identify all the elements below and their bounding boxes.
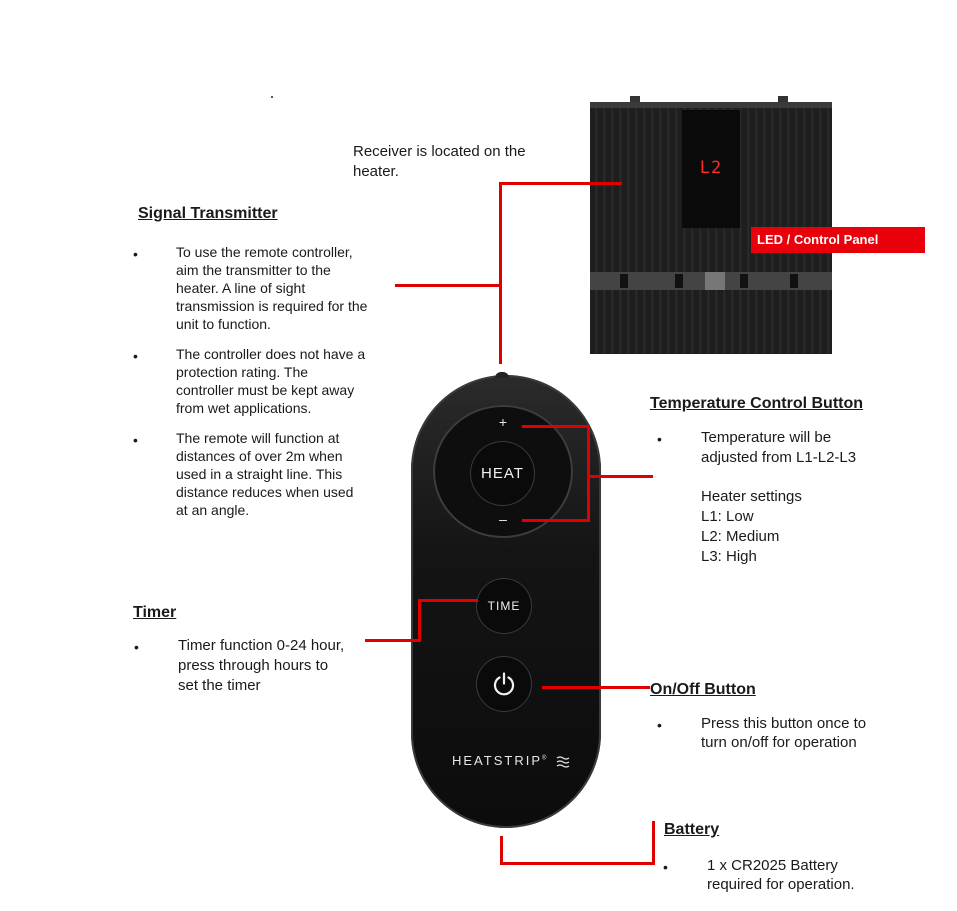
text-line: protection rating. The [176,364,309,380]
led-display-window: L2 [682,110,740,228]
temperature-bullet: Temperature will be adjusted from L1-L2-… [701,428,856,468]
callout-line [418,599,478,602]
text-line: Timer function 0-24 hour, [178,637,345,654]
heater-mount [778,96,788,104]
heatstrip-logo-icon [556,755,570,769]
text-line: L1: Low [701,508,754,525]
callout-line [500,182,622,185]
bullet: • [663,859,668,875]
brand-name: HEATSTRIP [452,753,542,768]
heat-button[interactable]: HEAT [471,442,534,505]
text-line: Temperature will be [701,429,832,446]
bullet: • [134,639,139,655]
text-line: The controller does not have a [176,346,366,362]
signal-transmitter-heading: Signal Transmitter [138,205,278,222]
text-line: unit to function. [176,316,271,332]
receiver-note-line: Receiver is located on the [353,143,526,160]
text-line: aim the transmitter to the [176,262,331,278]
callout-line [365,639,421,642]
temperature-heading: Temperature Control Button [650,395,864,412]
callout-line [499,182,502,364]
battery-bullet: 1 x CR2025 Battery required for operatio… [707,856,855,894]
time-button[interactable]: TIME [477,579,531,633]
battery-heading: Battery [664,821,720,838]
power-button[interactable] [477,657,531,711]
text-line: turn on/off for operation [701,734,857,751]
signal-bullet-1: To use the remote controller, aim the tr… [176,243,367,333]
receiver-note: Receiver is located on the heater. [353,142,526,182]
callout-line [418,599,421,642]
heater-lower-body [590,290,832,354]
text-line: heater. A line of sight [176,280,306,296]
heater-image: L2 [590,96,832,354]
text-line: L2: Medium [701,528,780,545]
bullet: • [657,431,662,447]
text-line: set the timer [178,677,261,694]
bullet: • [657,717,662,733]
remote-ir-window [495,372,509,378]
text-line: press through hours to [178,657,329,674]
text-line: Press this button once to [701,715,867,732]
text-line: adjusted from L1-L2-L3 [701,449,857,466]
callout-line [395,284,501,287]
bullet: • [133,246,138,262]
text-line: transmission is required for the [176,298,368,314]
callout-line [500,862,655,865]
power-icon [493,672,515,696]
callout-line [522,519,590,522]
text-line: at an angle. [176,502,250,518]
bullet: • [133,432,138,448]
timer-heading: Timer [133,604,177,621]
text-line: distances of over 2m when [176,448,343,464]
heater-gap [590,272,832,290]
text-line: Heater settings [701,488,802,505]
stray-dot [271,96,273,98]
text-line: The remote will function at [176,430,340,446]
signal-bullet-2: The controller does not have a protectio… [176,345,365,417]
text-line: L3: High [701,548,757,565]
callout-line [522,425,590,428]
text-line: distance reduces when used [176,484,354,500]
callout-line [587,425,590,522]
timer-bullet: Timer function 0-24 hour, press through … [178,636,344,696]
callout-line [587,475,653,478]
plus-button[interactable]: + [498,414,508,430]
signal-bullet-3: The remote will function at distances of… [176,429,353,519]
text-line: required for operation. [707,876,855,893]
heater-top-edge [590,102,832,108]
text-line: controller must be kept away [176,382,355,398]
onoff-bullet: Press this button once to turn on/off fo… [701,714,866,752]
onoff-heading: On/Off Button [650,681,756,698]
registered-mark: ® [542,755,547,762]
heater-mount [630,96,640,104]
callout-line [500,836,503,864]
bullet: • [133,348,138,364]
text-line: 1 x CR2025 Battery [707,857,838,874]
text-line: used in a straight line. This [176,466,343,482]
callout-line [652,821,655,865]
receiver-note-line: heater. [353,163,399,180]
callout-line [542,686,650,689]
remote-brand: HEATSTRIP® [452,753,546,768]
text-line: from wet applications. [176,400,312,416]
heater-settings: Heater settings L1: Low L2: Medium L3: H… [701,487,802,567]
minus-button[interactable]: – [499,511,507,527]
led-panel-label: LED / Control Panel [751,227,925,253]
led-readout: L2 [699,158,723,178]
text-line: To use the remote controller, [176,244,353,260]
